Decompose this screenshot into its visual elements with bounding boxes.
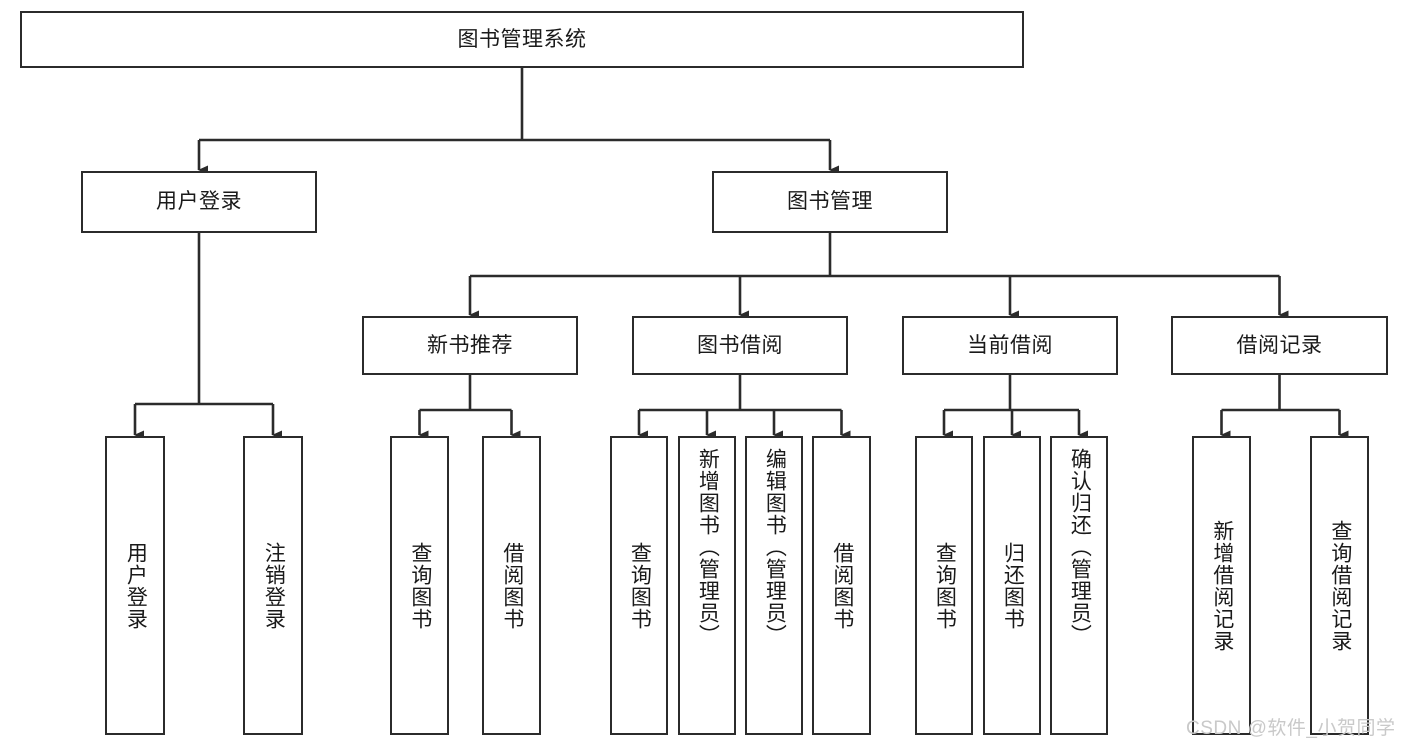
leaf-node-edit-book-admin[interactable]: 编辑图书（管理员） (745, 436, 803, 735)
node-borrowing-records[interactable]: 借阅记录 (1171, 316, 1388, 375)
node-label: 确认归还（管理员） (1068, 448, 1092, 646)
node-user-login[interactable]: 用户登录 (81, 171, 317, 233)
leaf-node-user-login[interactable]: 用户登录 (105, 436, 165, 735)
node-current-borrowing[interactable]: 当前借阅 (902, 316, 1118, 375)
node-label: 借阅图书 (830, 541, 854, 630)
node-label: 用户登录 (156, 190, 242, 214)
node-label: 新增图书（管理员） (696, 448, 720, 646)
leaf-node-return-books[interactable]: 归还图书 (983, 436, 1041, 735)
node-label: 归还图书 (1001, 541, 1025, 630)
tree-connectors (133, 68, 1349, 440)
leaf-node-borrow-books[interactable]: 借阅图书 (482, 436, 541, 735)
node-label: 借阅记录 (1236, 333, 1323, 357)
node-label: 查询图书 (933, 541, 957, 630)
leaf-node-logout[interactable]: 注销登录 (243, 436, 303, 735)
node-new-book-recommendation[interactable]: 新书推荐 (362, 316, 578, 375)
node-label: 图书借阅 (697, 333, 783, 357)
leaf-node-query-borrowing-record[interactable]: 查询借阅记录 (1310, 436, 1369, 735)
node-label: 注销登录 (262, 541, 286, 630)
leaf-node-query-books-3[interactable]: 查询图书 (915, 436, 973, 735)
leaf-node-query-books-2[interactable]: 查询图书 (610, 436, 668, 735)
node-label: 借阅图书 (500, 541, 524, 630)
leaf-node-borrow-books-2[interactable]: 借阅图书 (812, 436, 871, 735)
leaf-node-confirm-return-admin[interactable]: 确认归还（管理员） (1050, 436, 1108, 735)
node-label: 新书推荐 (427, 333, 513, 357)
node-label: 当前借阅 (967, 333, 1053, 357)
node-label: 图书管理系统 (457, 27, 587, 51)
node-label: 查询借阅记录 (1328, 519, 1352, 652)
leaf-node-query-books[interactable]: 查询图书 (390, 436, 449, 735)
node-label: 图书管理 (787, 190, 873, 214)
node-root-book-management-system[interactable]: 图书管理系统 (20, 11, 1024, 68)
node-book-management[interactable]: 图书管理 (712, 171, 948, 233)
leaf-node-add-borrowing-record[interactable]: 新增借阅记录 (1192, 436, 1251, 735)
node-label: 用户登录 (124, 541, 148, 630)
node-label: 新增借阅记录 (1210, 519, 1234, 652)
node-label: 查询图书 (408, 541, 432, 630)
node-book-borrowing[interactable]: 图书借阅 (632, 316, 848, 375)
node-label: 查询图书 (628, 541, 652, 630)
node-label: 编辑图书（管理员） (763, 448, 787, 646)
leaf-node-add-book-admin[interactable]: 新增图书（管理员） (678, 436, 736, 735)
